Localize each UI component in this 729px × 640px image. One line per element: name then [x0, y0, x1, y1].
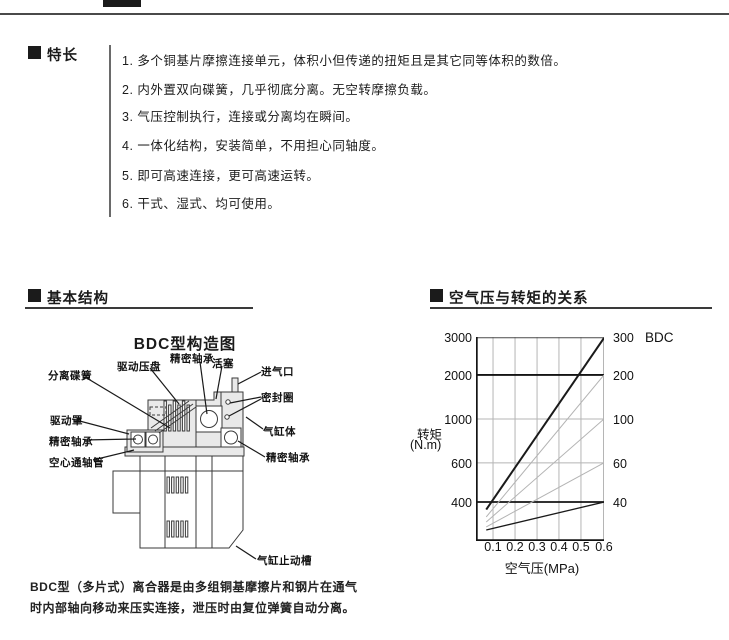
- lower-body: [139, 455, 244, 549]
- series-label-100: 100: [613, 413, 634, 427]
- clutch-cross-section-diagram: [71, 361, 266, 560]
- structure-header: 基本结构: [47, 291, 109, 307]
- x-axis-tick: 0.5: [572, 540, 590, 554]
- page-header-tab: [103, 0, 141, 7]
- leader-lines: [71, 361, 266, 560]
- friction-plate-pack: [163, 400, 190, 432]
- feature-item: 5. 即可高速连接，更可高速运转。: [122, 169, 320, 183]
- diagram-label-stop-groove: 气缸止动槽: [257, 555, 312, 567]
- diagram-label-bearing-top: 精密轴承: [170, 353, 214, 365]
- y-axis-title-line1: 转矩: [417, 428, 443, 442]
- seal-ring-upper: [225, 399, 231, 405]
- y-axis-tick: 400: [451, 496, 472, 510]
- lower-plate-hatch: [166, 476, 189, 538]
- air-inlet-pipe: [231, 377, 239, 393]
- series-line-300: [485, 337, 604, 511]
- features-header: 特长: [47, 48, 78, 64]
- features-divider: [109, 45, 111, 217]
- structure-caption-line1: BDC型（多片式）离合器是由多组铜基摩擦片和钢片在通气: [30, 580, 358, 594]
- diagram-label-bearing-right: 精密轴承: [266, 452, 310, 464]
- bearing-right-ball: [224, 430, 238, 445]
- diagram-label-drive-plate: 驱动压盘: [117, 361, 161, 373]
- feature-item: 1. 多个铜基片摩擦连接单元，体积小但传递的扭矩且是其它同等体积的数倍。: [122, 54, 567, 68]
- series-label-300: 300: [613, 331, 634, 345]
- torque-chart: 3000 2000 1000 600 400 300 200 100 60 40…: [405, 328, 725, 588]
- series-label-60: 60: [613, 457, 627, 471]
- series-label-40: 40: [613, 496, 627, 510]
- diagram-label-seal-ring: 密封圈: [261, 392, 294, 404]
- separation-spring-lines: [150, 400, 197, 434]
- chart-title: BDC: [645, 330, 674, 345]
- y-axis-tick: 3000: [444, 331, 472, 345]
- y-axis-tick: 1000: [444, 413, 472, 427]
- y-axis-tick: 600: [451, 457, 472, 471]
- hub-block: [112, 470, 141, 514]
- feature-item: 6. 干式、湿式、均可使用。: [122, 197, 281, 211]
- diagram-label-bearing-left: 精密轴承: [49, 436, 93, 448]
- series-line-100: [485, 418, 604, 523]
- structure-caption-line2: 时内部轴向移动来压实连接，泄压时由复位弹簧自动分离。: [30, 601, 356, 615]
- x-axis-tick: 0.2: [506, 540, 524, 554]
- x-axis-tick: 0.6: [595, 540, 613, 554]
- series-label-200: 200: [613, 369, 634, 383]
- feature-item: 2. 内外置双向碟簧，几乎彻底分离。无空转摩擦负载。: [122, 83, 437, 97]
- diagram-label-piston: 活塞: [212, 358, 234, 370]
- torque-chart-plot: [476, 337, 604, 541]
- diagram-title: BDC型构造图: [133, 336, 237, 353]
- x-axis-tick: 0.4: [550, 540, 568, 554]
- series-line-200: [485, 374, 604, 518]
- series-line-40: [486, 501, 604, 531]
- diagram-label-cylinder-body: 气缸体: [263, 426, 296, 438]
- section-bullet-icon: [430, 289, 443, 302]
- diagram-label-hollow-shaft: 空心通轴管: [49, 457, 104, 469]
- structure-header-underline: [25, 307, 253, 309]
- torque-header-underline: [430, 307, 712, 309]
- section-bullet-icon: [28, 289, 41, 302]
- diagram-label-drive-cover: 驱动罩: [50, 415, 83, 427]
- x-axis-title: 空气压(MPa): [504, 561, 580, 576]
- section-bullet-icon: [28, 46, 41, 59]
- torque-header: 空气压与转矩的关系: [449, 291, 589, 307]
- x-axis-tick: 0.3: [528, 540, 546, 554]
- y-axis-tick: 2000: [444, 369, 472, 383]
- diagram-label-separation-spring: 分离碟簧: [48, 370, 92, 382]
- spring-dashed-outline: [149, 406, 167, 416]
- seal-ring-lower: [224, 414, 230, 420]
- y-axis-title-line2: (N.m): [410, 438, 442, 452]
- bearing-top-ball: [200, 410, 218, 428]
- page-top-rule: [0, 13, 729, 15]
- series-line-60: [486, 462, 604, 528]
- feature-item: 4. 一体化结构，安装简单，不用担心同轴度。: [122, 139, 385, 153]
- x-axis-tick: 0.1: [484, 540, 502, 554]
- diagram-label-air-inlet: 进气口: [261, 366, 294, 378]
- feature-item: 3. 气压控制执行，连接或分离均在瞬间。: [122, 110, 359, 124]
